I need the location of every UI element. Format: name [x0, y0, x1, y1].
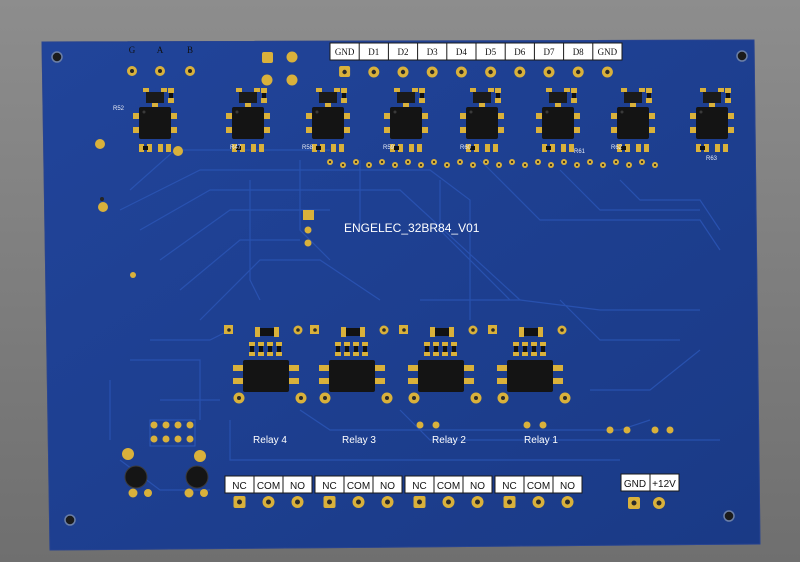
output-terminal-blocks: NC COM NO NC COM NO NC COM NO NC COM NO: [224, 475, 583, 508]
input-header-label: D7: [544, 47, 555, 57]
input-header-label: D4: [456, 47, 467, 57]
relay-labels: Relay 4 Relay 3 Relay 2 Relay 1: [253, 435, 558, 446]
power-terminal: GND +12V: [620, 473, 680, 509]
terminal-label: NO: [560, 481, 575, 492]
input-header-label: D8: [573, 47, 584, 57]
optocoupler: [133, 88, 177, 152]
terminal-label: COM: [527, 481, 550, 492]
designator-label: R59: [383, 145, 395, 151]
terminal-label: NC: [322, 481, 336, 492]
input-header-pins: [339, 66, 613, 78]
designator-label: R47: [230, 145, 242, 151]
terminal-block: NC COM NO: [224, 475, 313, 508]
pcb-board: [41, 39, 761, 551]
designator-label: R61: [574, 149, 586, 155]
input-header-label: D6: [514, 47, 525, 57]
designator-label: R62: [611, 145, 623, 151]
input-header-label: GND: [598, 47, 618, 57]
designator-label: R60: [460, 145, 472, 151]
terminal-label: COM: [437, 481, 460, 492]
bus-header-letter: A: [157, 45, 164, 55]
terminal-block: NC COM NO: [494, 475, 583, 508]
copper-traces: [109, 149, 721, 491]
relay-driver-block: [310, 325, 393, 404]
bus-header-letter: B: [187, 45, 193, 55]
pads-right: [416, 421, 674, 434]
input-header: GND D1 D2 D3 D4 D5 D6 D7 D8 GND: [329, 42, 623, 78]
optocoupler: [690, 88, 734, 152]
terminal-label: NC: [412, 481, 426, 492]
relay-driver-blocks: [224, 325, 571, 404]
pads-top-left: [95, 51, 298, 212]
designator-label: R58: [302, 145, 314, 151]
optocoupler: [536, 88, 580, 152]
relay-label: Relay 2: [432, 435, 466, 446]
mounting-holes: [51, 50, 748, 526]
terminal-block: NC COM NO: [314, 475, 403, 508]
power-terminal-label: +12V: [652, 479, 676, 490]
input-header-label: D5: [485, 47, 496, 57]
input-header-labels: GND D1 D2 D3 D4 D5 D6 D7 D8 GND: [335, 43, 618, 60]
terminal-label: NO: [290, 481, 305, 492]
designator-label: R52: [113, 106, 125, 112]
terminal-label: COM: [347, 481, 370, 492]
relay-driver-block: [399, 325, 482, 404]
optocoupler-row: [133, 88, 734, 152]
designator-label: R63: [706, 156, 718, 162]
input-header-label: D1: [368, 47, 379, 57]
input-header-label: D2: [398, 47, 409, 57]
relay-label: Relay 1: [524, 435, 558, 446]
optocoupler: [226, 88, 270, 152]
relay-driver-block: [224, 325, 307, 404]
jumper-pads: [130, 210, 314, 278]
via-row: [327, 159, 658, 168]
terminal-label: NO: [380, 481, 395, 492]
optocoupler: [384, 88, 428, 152]
terminal-block: NC COM NO: [404, 475, 493, 508]
power-terminal-label: GND: [624, 479, 646, 490]
programming-header: [122, 419, 209, 498]
optocoupler: [306, 88, 350, 152]
terminal-label: NO: [470, 481, 485, 492]
input-header-label: D3: [427, 47, 438, 57]
bus-header-letter: G: [129, 45, 136, 55]
optocoupler: [611, 88, 655, 152]
terminal-label: NC: [502, 481, 516, 492]
input-header-label: GND: [335, 47, 355, 57]
board-name-silkscreen: ENGELEC_32BR84_V01: [344, 221, 480, 235]
relay-label: Relay 3: [342, 435, 376, 446]
optocoupler: [460, 88, 504, 152]
terminal-label: COM: [257, 481, 280, 492]
terminal-label: NC: [232, 481, 246, 492]
relay-driver-block: [488, 325, 571, 404]
relay-label: Relay 4: [253, 435, 287, 446]
